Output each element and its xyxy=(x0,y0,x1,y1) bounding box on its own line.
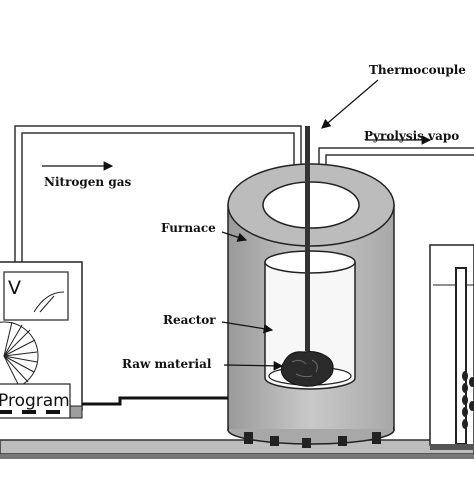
label-controller-program: Program xyxy=(0,391,70,411)
label-raw-material: Raw material xyxy=(122,357,212,371)
base-platform xyxy=(0,439,474,459)
label-reactor: Reactor xyxy=(163,313,216,327)
label-thermocouple: Thermocouple xyxy=(369,63,466,77)
dial-knob xyxy=(0,321,39,391)
voltmeter-gauge-arc xyxy=(33,291,65,313)
label-nitrogen-gas: Nitrogen gas xyxy=(44,175,131,189)
furnace-feet xyxy=(244,432,381,448)
voltmeter-display xyxy=(3,271,69,321)
condenser-vessel xyxy=(429,244,474,450)
raw-material-sample xyxy=(280,351,334,387)
label-controller-v: V xyxy=(8,277,21,299)
label-furnace: Furnace xyxy=(161,221,216,235)
label-pyrolysis-vapor: Pyrolysis vapo xyxy=(364,129,459,143)
voltmeter-needle xyxy=(39,295,55,313)
temperature-controller xyxy=(0,261,83,419)
reactor-arrow xyxy=(221,321,274,334)
bubbles xyxy=(462,371,474,429)
annotation-arrows xyxy=(42,79,432,371)
thermocouple-arrow xyxy=(321,79,379,129)
raw-material-arrow xyxy=(223,361,284,371)
furnace-arrow xyxy=(221,231,248,242)
power-cable xyxy=(82,396,228,406)
thermocouple-rod xyxy=(305,126,310,351)
